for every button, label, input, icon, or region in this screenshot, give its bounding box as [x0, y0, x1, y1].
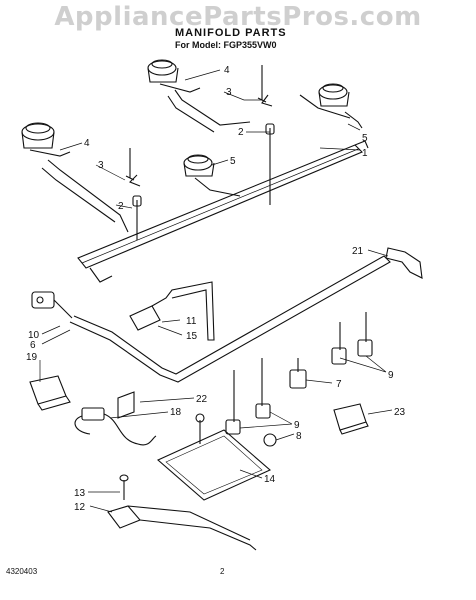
callout-8: 8 [296, 431, 302, 442]
callout-9-lower: 9 [294, 420, 300, 431]
callout-10: 10 [28, 330, 40, 341]
callout-14: 14 [264, 474, 276, 485]
burner-rear-right [318, 83, 363, 129]
ignition-switch [29, 375, 71, 411]
callout-5-front: 5 [230, 156, 236, 167]
callout-5-rear: 5 [362, 133, 368, 144]
callout-2-left: 2 [118, 201, 124, 212]
manifold-pipe [77, 144, 363, 269]
wiring-harness [74, 407, 157, 446]
callout-19: 19 [26, 352, 38, 363]
oven-burner [107, 474, 257, 551]
valve-manifold-pipe [69, 255, 391, 383]
leader-lines [39, 69, 393, 513]
callout-11: 11 [186, 316, 197, 327]
callouts: 4 3 5 1 2 4 5 3 2 21 11 15 10 6 19 7 9 2… [26, 65, 406, 513]
upper-manifold-assembly [21, 59, 369, 283]
mounting-bracket [385, 247, 423, 279]
callout-4-front: 4 [84, 138, 90, 149]
clip-right [257, 65, 267, 103]
callout-23: 23 [394, 407, 406, 418]
callout-22: 22 [196, 394, 208, 405]
callout-6: 6 [30, 340, 36, 351]
callout-13: 13 [74, 488, 86, 499]
burner-front-right [183, 154, 215, 177]
oven-valve [129, 281, 215, 341]
clip-left [125, 148, 135, 181]
callout-3-rear: 3 [226, 87, 232, 98]
lower-valve-manifold [29, 247, 423, 551]
burner-valves [225, 312, 373, 447]
callout-3-front: 3 [98, 160, 104, 171]
callout-12: 12 [74, 502, 86, 513]
pressure-regulator [31, 291, 73, 319]
callout-4-rear: 4 [224, 65, 230, 76]
burner-rear-left [147, 59, 201, 93]
valve-bracket [117, 391, 135, 419]
spark-module [333, 403, 369, 435]
callout-1: 1 [362, 148, 368, 159]
callout-21: 21 [352, 246, 364, 257]
diagram-title: MANIFOLD PARTS [175, 27, 287, 39]
burner-front-left [21, 122, 71, 157]
diagram-part-number: 4320403 [6, 567, 38, 576]
page-number: 2 [220, 567, 225, 576]
callout-18: 18 [170, 407, 182, 418]
callout-2-right: 2 [238, 127, 244, 138]
callout-9-right: 9 [388, 370, 394, 381]
callout-7: 7 [336, 379, 342, 390]
burner-baffle [156, 413, 272, 501]
model-label: For Model: FGP355VW0 [175, 40, 277, 50]
callout-15: 15 [186, 331, 198, 342]
